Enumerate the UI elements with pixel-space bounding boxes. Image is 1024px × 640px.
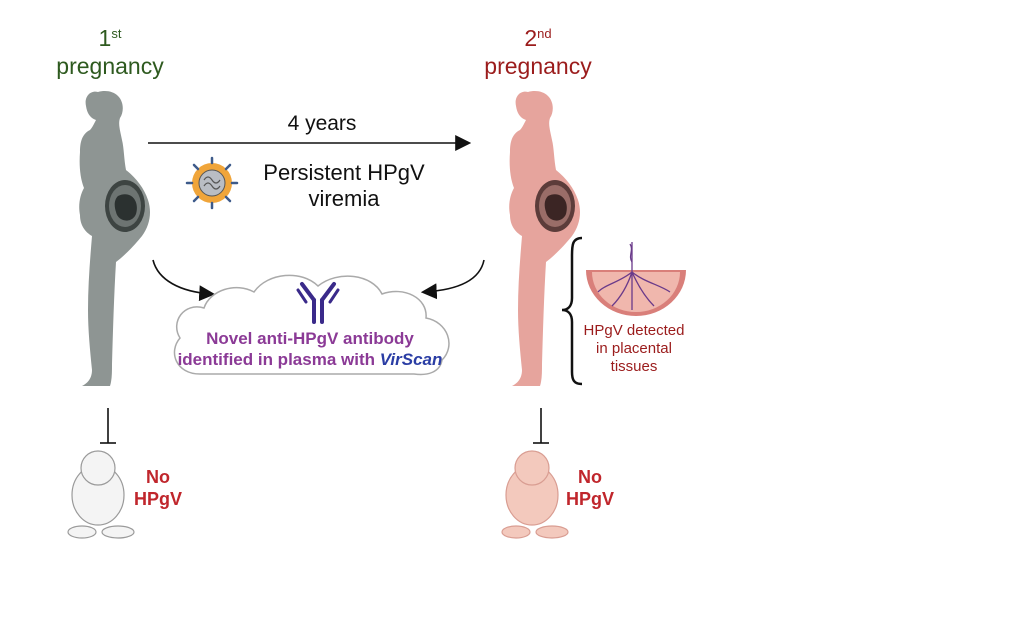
pregnant-woman-pink-icon — [509, 91, 580, 387]
placenta-icon — [586, 242, 686, 316]
placenta-line3: tissues — [610, 358, 658, 375]
baby1-label: No HPgV — [128, 466, 188, 510]
first-pregnancy-label: 1st pregnancy — [50, 24, 170, 80]
cloud-line2: identified in plasma with — [177, 350, 380, 369]
persistent-viremia-label: Persistent HPgV viremia — [244, 160, 444, 212]
virscan-brand: VirScan — [379, 350, 443, 369]
right-curved-arrow — [420, 259, 485, 300]
first-sup: st — [111, 26, 122, 41]
baby1-line1: No — [146, 467, 170, 487]
right-inhibition-line — [533, 408, 549, 444]
cloud-line1: Novel anti-HPgV antibody — [206, 329, 414, 348]
baby2-line2: HPgV — [565, 489, 614, 509]
persistent-line1: Persistent HPgV — [263, 160, 425, 185]
virus-icon — [185, 156, 239, 210]
placenta-label: HPgV detected in placental tissues — [574, 322, 694, 376]
baby2-label: No HPgV — [560, 466, 620, 510]
first-word: pregnancy — [56, 53, 164, 79]
pregnant-woman-grey-icon — [79, 91, 150, 387]
first-num: 1 — [98, 25, 112, 51]
interval-label: 4 years — [287, 112, 357, 135]
baby2-line1: No — [578, 467, 602, 487]
second-pregnancy-label: 2nd pregnancy — [478, 24, 598, 80]
placenta-line1: HPgV detected — [583, 322, 685, 339]
antibody-icon — [296, 282, 340, 324]
second-num: 2 — [524, 25, 538, 51]
baby1-line2: HPgV — [133, 489, 182, 509]
baby-grey-icon — [67, 450, 135, 539]
left-inhibition-line — [100, 408, 116, 444]
curly-brace — [561, 236, 583, 386]
cloud-shape — [173, 274, 450, 376]
cloud-text: Novel anti-HPgV antibody identified in p… — [170, 328, 450, 370]
left-curved-arrow — [152, 259, 216, 302]
second-word: pregnancy — [484, 53, 592, 79]
persistent-line2: viremia — [308, 186, 380, 211]
second-sup: nd — [537, 26, 552, 41]
placenta-line2: in placental — [596, 340, 672, 357]
baby-pink-icon — [501, 450, 569, 539]
